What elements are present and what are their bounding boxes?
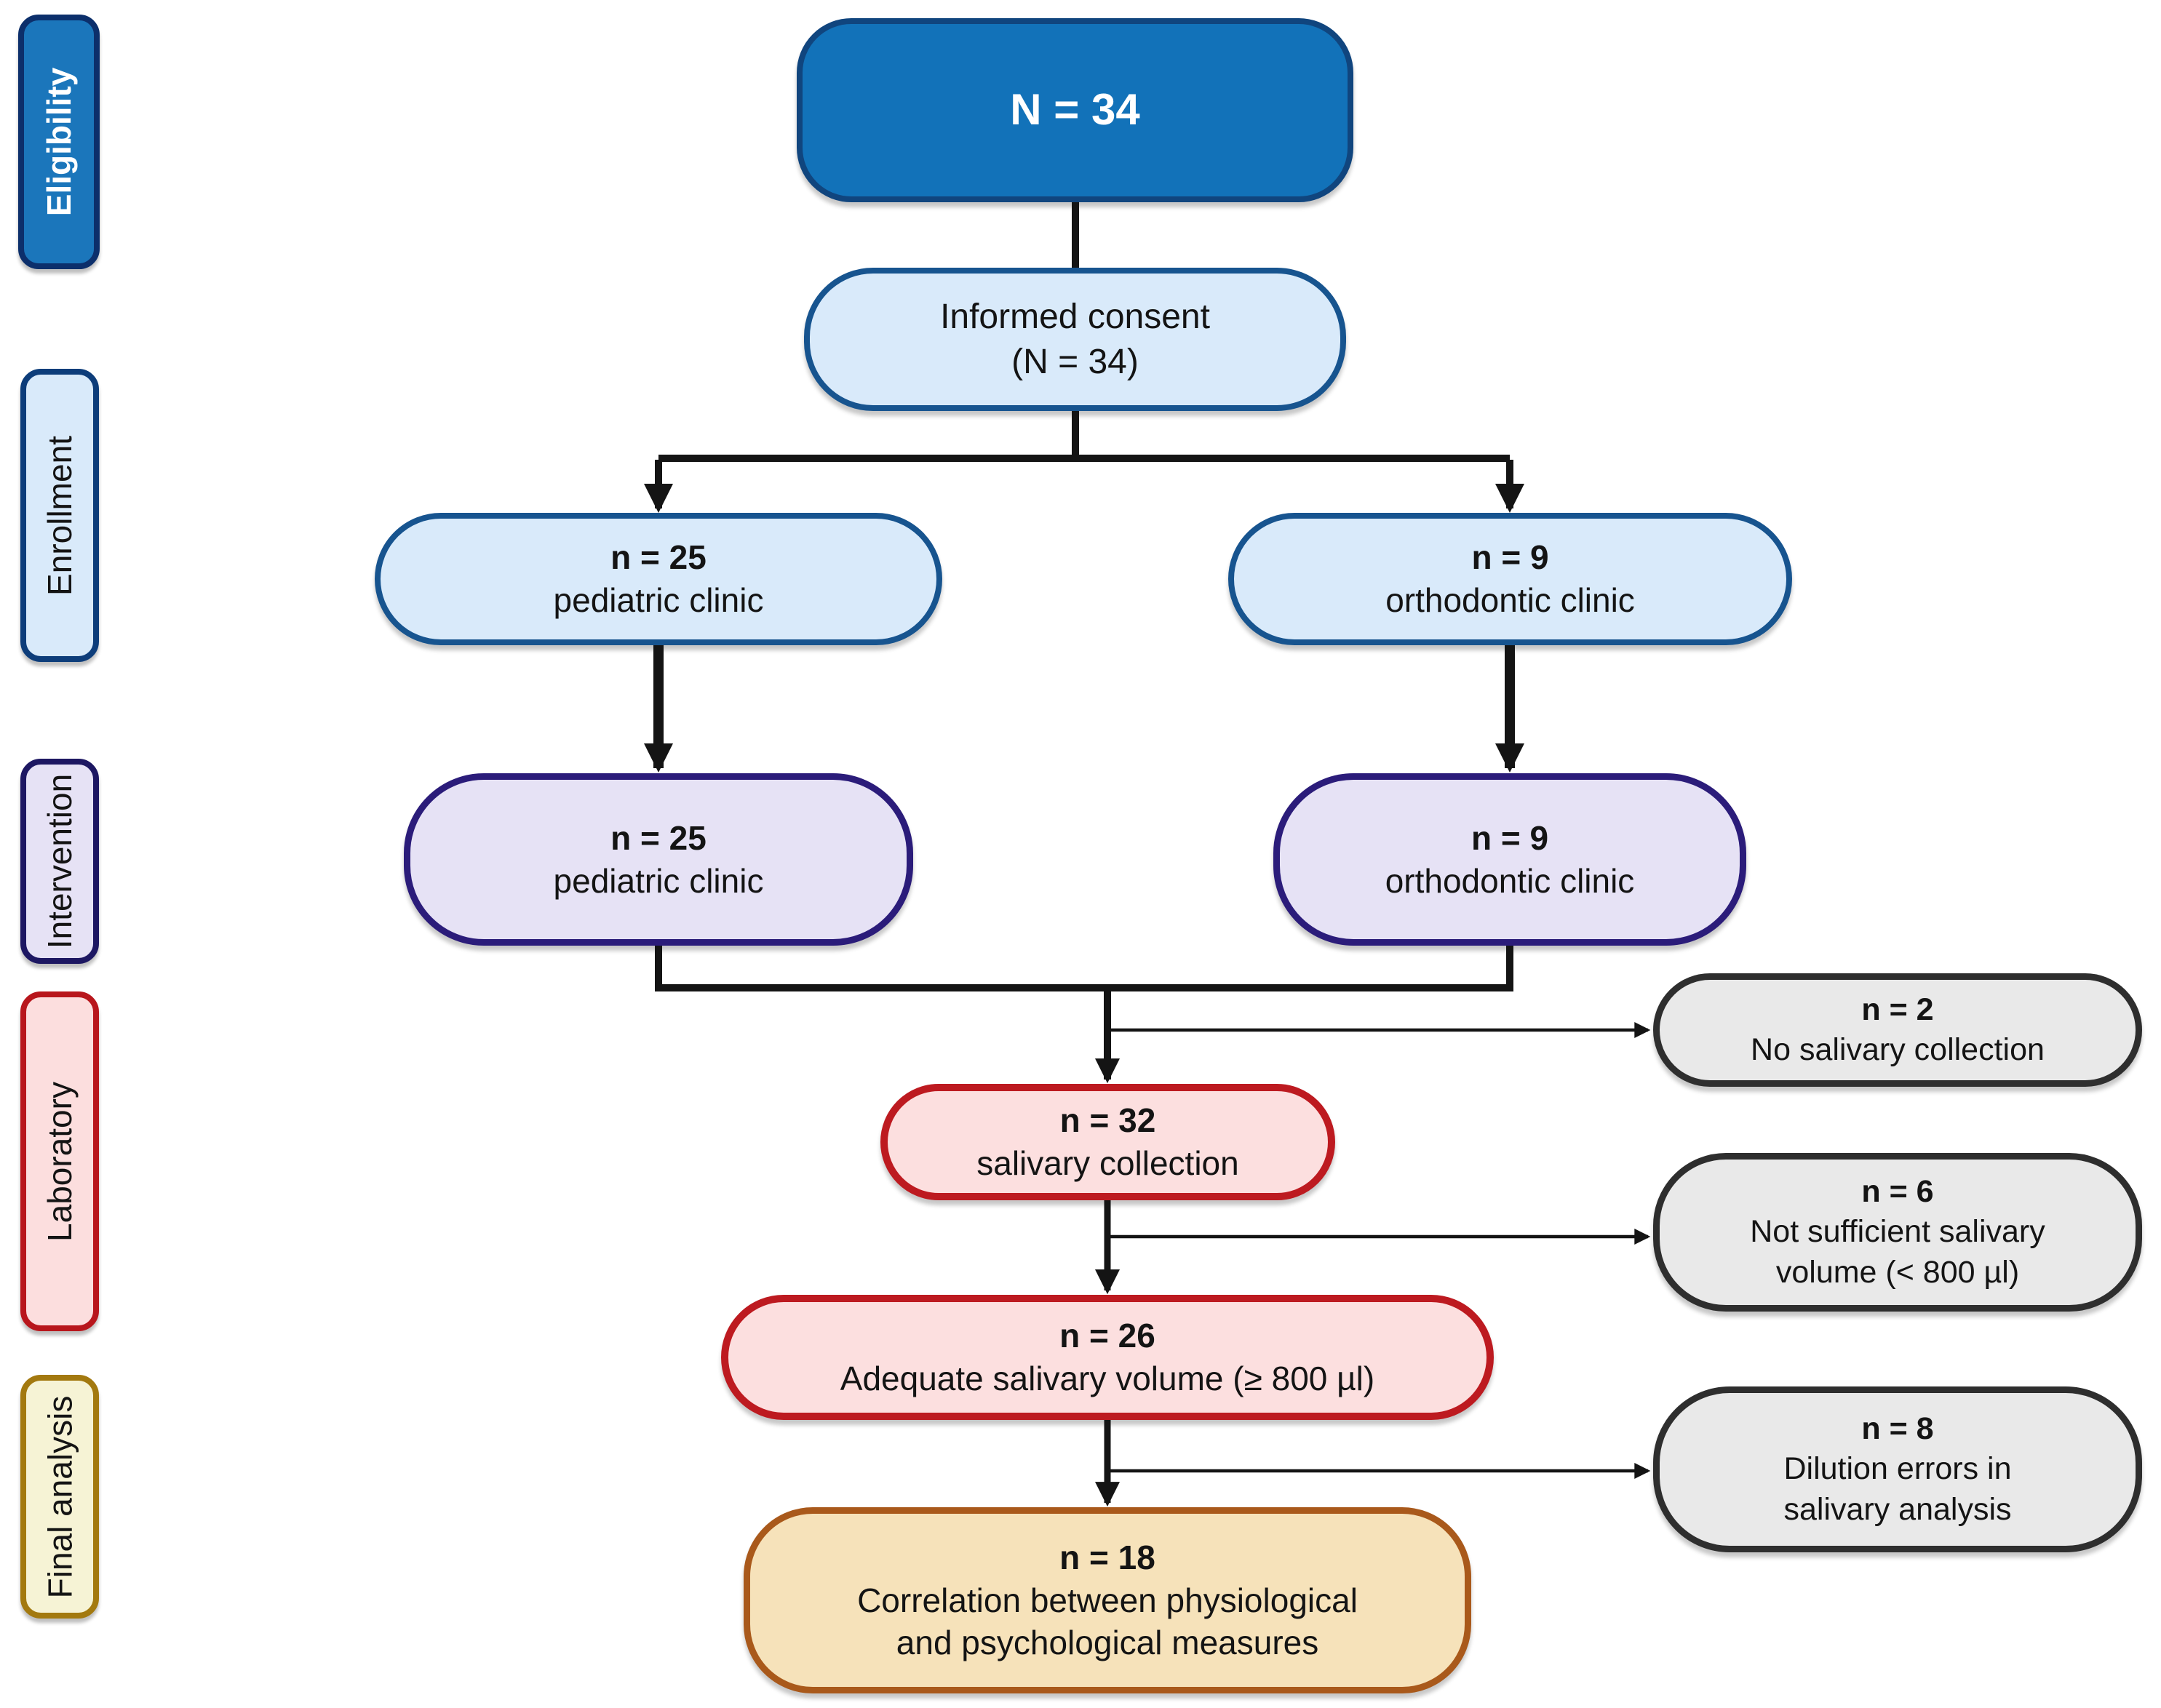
node-excluded-dilution-label-2: salivary analysis — [1783, 1491, 2012, 1527]
node-adequate-volume-label: Adequate salivary volume (≥ 800 µl) — [840, 1360, 1375, 1397]
line-intervention-merge — [655, 946, 1513, 991]
node-enrollment-pediatric: n = 25 pediatric clinic — [375, 513, 942, 645]
node-salivary-collection-count: n = 32 — [1059, 1101, 1156, 1140]
node-enrollment-orthodontic: n = 9 orthodontic clinic — [1228, 513, 1792, 645]
stage-label-laboratory-text: Laboratory — [41, 1081, 79, 1242]
node-informed-consent-count: (N = 34) — [1011, 342, 1139, 381]
node-excluded-insufficient-label-1: Not sufficient salivary — [1750, 1214, 2045, 1250]
stage-label-intervention-text: Intervention — [41, 773, 79, 949]
node-final-analysis-count: n = 18 — [1059, 1538, 1155, 1576]
node-salivary-collection-label: salivary collection — [976, 1144, 1239, 1182]
node-excluded-dilution-count: n = 8 — [1861, 1411, 1934, 1447]
node-intervention-pediatric-count: n = 25 — [610, 818, 707, 857]
node-excluded-no-salivary-collection: n = 2 No salivary collection — [1653, 973, 2142, 1087]
node-final-analysis: n = 18 Correlation between physiological… — [744, 1507, 1471, 1693]
node-enrollment-pediatric-label: pediatric clinic — [553, 581, 764, 619]
node-salivary-collection: n = 32 salivary collection — [880, 1084, 1335, 1200]
node-enrollment-pediatric-count: n = 25 — [610, 538, 707, 577]
node-excluded-dilution-errors: n = 8 Dilution errors in salivary analys… — [1653, 1386, 2142, 1552]
node-excluded-no-salivary-label: No salivary collection — [1751, 1032, 2045, 1067]
node-excluded-insufficient-volume: n = 6 Not sufficient salivary volume (< … — [1653, 1153, 2142, 1312]
stage-label-enrollment-text: Enrollment — [41, 435, 79, 596]
node-enrollment-orthodontic-label: orthodontic clinic — [1385, 581, 1635, 619]
node-final-analysis-label-1: Correlation between physiological — [857, 1581, 1358, 1619]
node-total-enrolled: N = 34 — [797, 18, 1353, 202]
stage-label-laboratory: Laboratory — [20, 991, 99, 1331]
node-final-analysis-label-2: and psychological measures — [896, 1624, 1319, 1662]
stage-label-final-analysis-text: Final analysis — [41, 1395, 79, 1598]
node-intervention-pediatric: n = 25 pediatric clinic — [404, 773, 913, 946]
node-excluded-insufficient-count: n = 6 — [1861, 1174, 1934, 1210]
node-intervention-pediatric-label: pediatric clinic — [553, 861, 764, 900]
stage-label-final-analysis: Final analysis — [20, 1375, 99, 1619]
node-intervention-orthodontic: n = 9 orthodontic clinic — [1273, 773, 1746, 946]
node-adequate-volume-count: n = 26 — [1059, 1317, 1155, 1355]
node-excluded-insufficient-label-2: volume (< 800 µl) — [1775, 1254, 2020, 1290]
line-consent-split — [658, 411, 1510, 462]
stage-label-eligibility-text: Eligibility — [40, 67, 78, 217]
node-intervention-orthodontic-label: orthodontic clinic — [1385, 861, 1635, 900]
node-informed-consent: Informed consent (N = 34) — [804, 268, 1346, 411]
node-enrollment-orthodontic-count: n = 9 — [1471, 538, 1549, 577]
stage-label-intervention: Intervention — [20, 759, 99, 964]
stage-label-eligibility: Eligibility — [18, 15, 100, 269]
node-excluded-no-salivary-count: n = 2 — [1861, 991, 1934, 1027]
node-intervention-orthodontic-count: n = 9 — [1470, 818, 1549, 857]
stage-label-enrollment: Enrollment — [20, 369, 99, 662]
node-informed-consent-text: Informed consent — [940, 298, 1210, 337]
node-excluded-dilution-label-1: Dilution errors in — [1783, 1451, 2012, 1487]
node-total-count: N = 34 — [1010, 85, 1140, 135]
node-adequate-salivary-volume: n = 26 Adequate salivary volume (≥ 800 µ… — [721, 1295, 1494, 1420]
